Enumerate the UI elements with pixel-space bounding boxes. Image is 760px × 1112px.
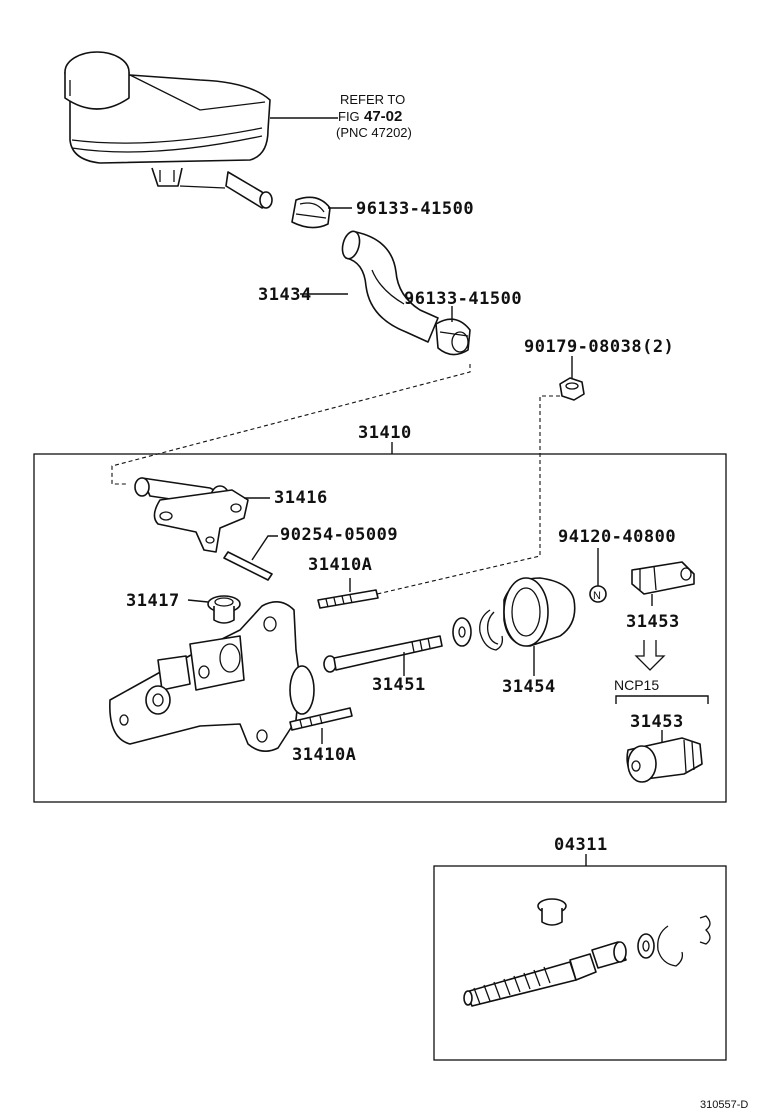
clamp-upper[interactable] [291, 196, 331, 229]
leader-pin [251, 535, 278, 561]
part-clamp-lower[interactable]: 96133-41500 [404, 289, 522, 309]
part-plug[interactable]: 31417 [126, 591, 180, 611]
kit-clip[interactable] [699, 915, 711, 945]
plug[interactable] [207, 595, 241, 624]
dash-hose-to-union [111, 364, 471, 485]
reference-line1: REFER TO [340, 92, 405, 107]
variant-label: NCP15 [614, 677, 659, 693]
part-stud-upper[interactable]: 31410A [308, 555, 372, 575]
nut[interactable] [559, 377, 585, 401]
kit-snap-ring[interactable] [657, 925, 684, 967]
snap-ring[interactable] [479, 609, 504, 651]
kit-box [433, 865, 727, 1061]
stud-upper[interactable] [317, 589, 379, 609]
reference-fig-number: 47-02 [364, 108, 402, 125]
boot[interactable] [503, 577, 576, 647]
part-clevis-number[interactable]: 94120-40800 [558, 527, 676, 547]
part-nut[interactable]: 90179-08038(2) [524, 337, 674, 357]
push-rod-bolt[interactable] [323, 635, 443, 673]
part-boot[interactable]: 31454 [502, 677, 556, 697]
part-clevis-variant[interactable]: 31453 [630, 712, 684, 732]
washer[interactable] [452, 617, 472, 647]
inlet-union[interactable] [134, 477, 249, 553]
part-push-rod-bolt[interactable]: 31451 [372, 675, 426, 695]
dash-nut-to-stud [359, 395, 560, 599]
variant-arrow-icon [634, 640, 666, 671]
clamp-lower[interactable] [435, 318, 471, 356]
kit-piston-spring[interactable] [463, 941, 627, 1007]
master-cylinder-body[interactable] [109, 601, 315, 752]
part-assembly[interactable]: 31410 [358, 423, 412, 443]
part-stud-lower[interactable]: 31410A [292, 745, 356, 765]
clevis-marker-circle [589, 585, 607, 603]
diagram-code: 310557-D [700, 1099, 748, 1111]
stud-lower[interactable] [289, 707, 353, 731]
variant-bracket [615, 695, 709, 704]
assembly-box [33, 453, 727, 803]
clevis[interactable] [631, 561, 695, 595]
pin[interactable] [223, 551, 273, 581]
leader-plug [187, 599, 209, 603]
part-pin[interactable]: 90254-05009 [280, 525, 398, 545]
part-kit[interactable]: 04311 [554, 835, 608, 855]
reference-fig-prefix: FIG [338, 109, 360, 124]
part-clevis[interactable]: 31453 [626, 612, 680, 632]
clevis-marker: N [593, 590, 601, 602]
kit-plug[interactable] [537, 898, 567, 926]
reservoir-tank[interactable] [64, 51, 273, 209]
clevis-variant[interactable] [626, 737, 703, 783]
part-inlet-union[interactable]: 31416 [274, 488, 328, 508]
part-clamp-upper[interactable]: 96133-41500 [356, 199, 474, 219]
hose[interactable] [340, 229, 439, 343]
reference-pnc: (PNC 47202) [336, 125, 412, 140]
part-hose[interactable]: 31434 [258, 285, 312, 305]
kit-washer[interactable] [637, 933, 655, 959]
